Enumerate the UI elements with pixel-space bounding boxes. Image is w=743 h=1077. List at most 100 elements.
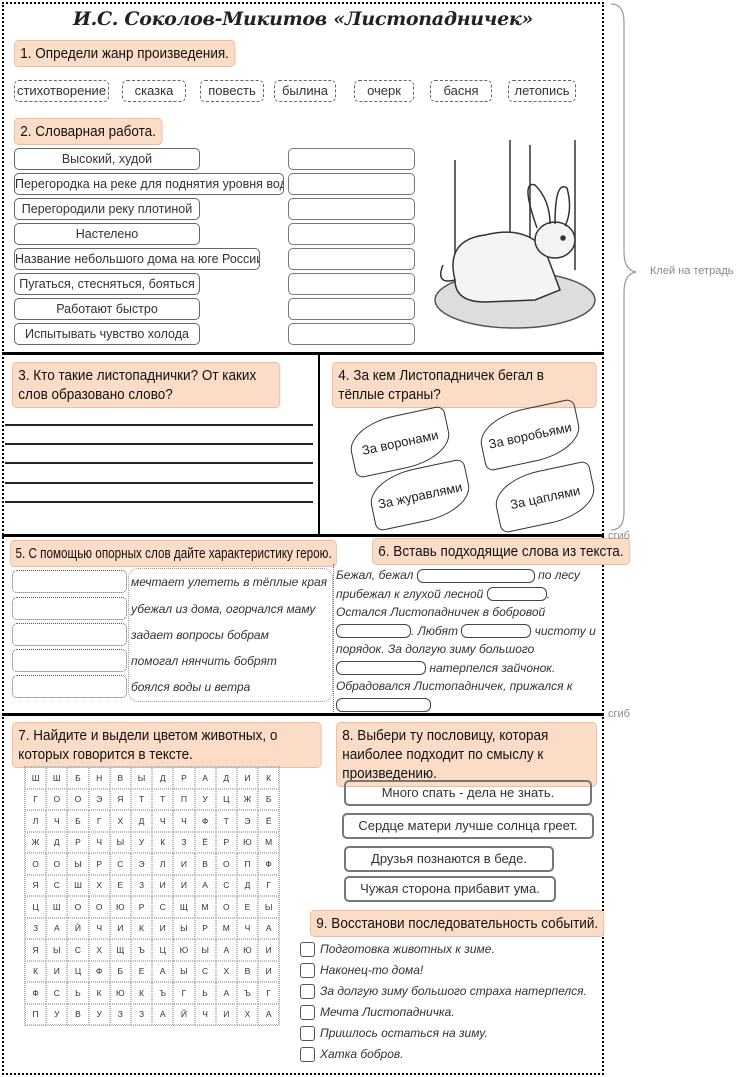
grid-cell[interactable]: О: [67, 788, 89, 810]
grid-cell[interactable]: С: [46, 982, 68, 1004]
grid-cell[interactable]: У: [46, 1003, 68, 1025]
answer-box[interactable]: [288, 173, 415, 195]
grid-cell[interactable]: А: [152, 1003, 174, 1025]
trait-box[interactable]: [12, 597, 127, 620]
grid-cell[interactable]: Г: [258, 874, 280, 896]
grid-cell[interactable]: Ф: [25, 982, 47, 1004]
grid-cell[interactable]: Ё: [194, 831, 216, 853]
event-item[interactable]: Подготовка животных к зиме.: [300, 940, 495, 958]
grid-cell[interactable]: Й: [173, 1003, 195, 1025]
grid-cell[interactable]: С: [46, 874, 68, 896]
blank-field[interactable]: [486, 587, 547, 602]
grid-cell[interactable]: Д: [215, 767, 237, 789]
checkbox[interactable]: [300, 983, 315, 999]
answer-box[interactable]: [288, 298, 415, 320]
grid-cell[interactable]: Ж: [25, 831, 47, 853]
grid-cell[interactable]: Ы: [173, 960, 195, 982]
grid-cell[interactable]: И: [46, 960, 68, 982]
grid-cell[interactable]: Ю: [173, 939, 195, 961]
grid-cell[interactable]: Б: [67, 810, 89, 832]
grid-cell[interactable]: Х: [215, 960, 237, 982]
grid-cell[interactable]: Ы: [173, 917, 195, 939]
genre-option[interactable]: стихотворение: [14, 80, 109, 102]
grid-cell[interactable]: Г: [173, 982, 195, 1004]
grid-cell[interactable]: А: [258, 917, 280, 939]
grid-cell[interactable]: Ф: [194, 810, 216, 832]
grid-cell[interactable]: Я: [25, 939, 47, 961]
answer-box[interactable]: [288, 148, 415, 170]
grid-cell[interactable]: З: [130, 1003, 153, 1025]
grid-cell[interactable]: П: [25, 1003, 47, 1025]
grid-cell[interactable]: Ч: [173, 810, 195, 832]
grid-cell[interactable]: М: [194, 896, 216, 918]
trait-box[interactable]: [12, 570, 127, 593]
grid-cell[interactable]: В: [109, 767, 131, 789]
grid-cell[interactable]: А: [194, 874, 216, 896]
grid-cell[interactable]: Р: [215, 831, 237, 853]
grid-cell[interactable]: Х: [88, 874, 110, 896]
grid-cell[interactable]: И: [173, 874, 195, 896]
grid-cell[interactable]: П: [173, 788, 195, 810]
genre-option[interactable]: летопись: [508, 80, 576, 102]
grid-cell[interactable]: Д: [130, 810, 153, 832]
trait-box[interactable]: [12, 623, 127, 646]
grid-cell[interactable]: Ч: [88, 831, 110, 853]
grid-cell[interactable]: Е: [236, 896, 259, 918]
genre-option[interactable]: басня: [430, 80, 492, 102]
checkbox[interactable]: [300, 1046, 315, 1062]
proverb-option[interactable]: Много спать - дела не знать.: [344, 780, 592, 806]
grid-cell[interactable]: Ч: [88, 917, 110, 939]
grid-cell[interactable]: Ш: [46, 896, 68, 918]
grid-cell[interactable]: Л: [25, 810, 47, 832]
grid-cell[interactable]: Х: [88, 939, 110, 961]
grid-cell[interactable]: Х: [236, 1003, 259, 1025]
grid-cell[interactable]: Н: [88, 767, 110, 789]
grid-cell[interactable]: Ё: [258, 810, 280, 832]
grid-cell[interactable]: З: [109, 1003, 131, 1025]
grid-cell[interactable]: Ф: [258, 853, 280, 875]
grid-cell[interactable]: И: [258, 939, 280, 961]
answer-box[interactable]: [288, 323, 415, 345]
grid-cell[interactable]: О: [67, 896, 89, 918]
grid-cell[interactable]: Р: [88, 853, 110, 875]
grid-cell[interactable]: Ш: [25, 767, 47, 789]
grid-cell[interactable]: Ъ: [130, 939, 153, 961]
grid-cell[interactable]: Э: [88, 788, 110, 810]
grid-cell[interactable]: З: [173, 831, 195, 853]
grid-cell[interactable]: Ь: [67, 982, 89, 1004]
grid-cell[interactable]: Г: [88, 810, 110, 832]
grid-cell[interactable]: В: [194, 853, 216, 875]
grid-cell[interactable]: К: [152, 831, 174, 853]
grid-cell[interactable]: Ц: [25, 896, 47, 918]
answer-box[interactable]: [288, 198, 415, 220]
blank-field[interactable]: [336, 624, 411, 639]
grid-cell[interactable]: Ж: [236, 788, 259, 810]
grid-cell[interactable]: Р: [130, 896, 153, 918]
grid-cell[interactable]: О: [25, 853, 47, 875]
event-item[interactable]: Наконец-то дома!: [300, 961, 423, 979]
grid-cell[interactable]: Б: [67, 767, 89, 789]
blank-field[interactable]: [416, 568, 535, 583]
grid-cell[interactable]: Ъ: [236, 982, 259, 1004]
grid-cell[interactable]: Щ: [173, 896, 195, 918]
answer-line[interactable]: [5, 424, 313, 426]
grid-cell[interactable]: Т: [215, 810, 237, 832]
grid-cell[interactable]: О: [46, 788, 68, 810]
grid-cell[interactable]: Ы: [67, 853, 89, 875]
grid-cell[interactable]: О: [88, 896, 110, 918]
grid-cell[interactable]: О: [215, 896, 237, 918]
genre-option[interactable]: повесть: [200, 80, 264, 102]
checkbox[interactable]: [300, 1025, 315, 1041]
grid-cell[interactable]: Ъ: [152, 982, 174, 1004]
grid-cell[interactable]: Х: [109, 810, 131, 832]
grid-cell[interactable]: Э: [130, 853, 153, 875]
checkbox[interactable]: [300, 1004, 315, 1020]
grid-cell[interactable]: З: [25, 917, 47, 939]
grid-cell[interactable]: С: [194, 960, 216, 982]
blank-field[interactable]: [336, 661, 426, 676]
grid-cell[interactable]: У: [194, 788, 216, 810]
grid-cell[interactable]: А: [215, 982, 237, 1004]
event-item[interactable]: За долгую зиму большого страха натерпелс…: [300, 982, 587, 1000]
grid-cell[interactable]: Ц: [152, 939, 174, 961]
grid-cell[interactable]: О: [46, 853, 68, 875]
